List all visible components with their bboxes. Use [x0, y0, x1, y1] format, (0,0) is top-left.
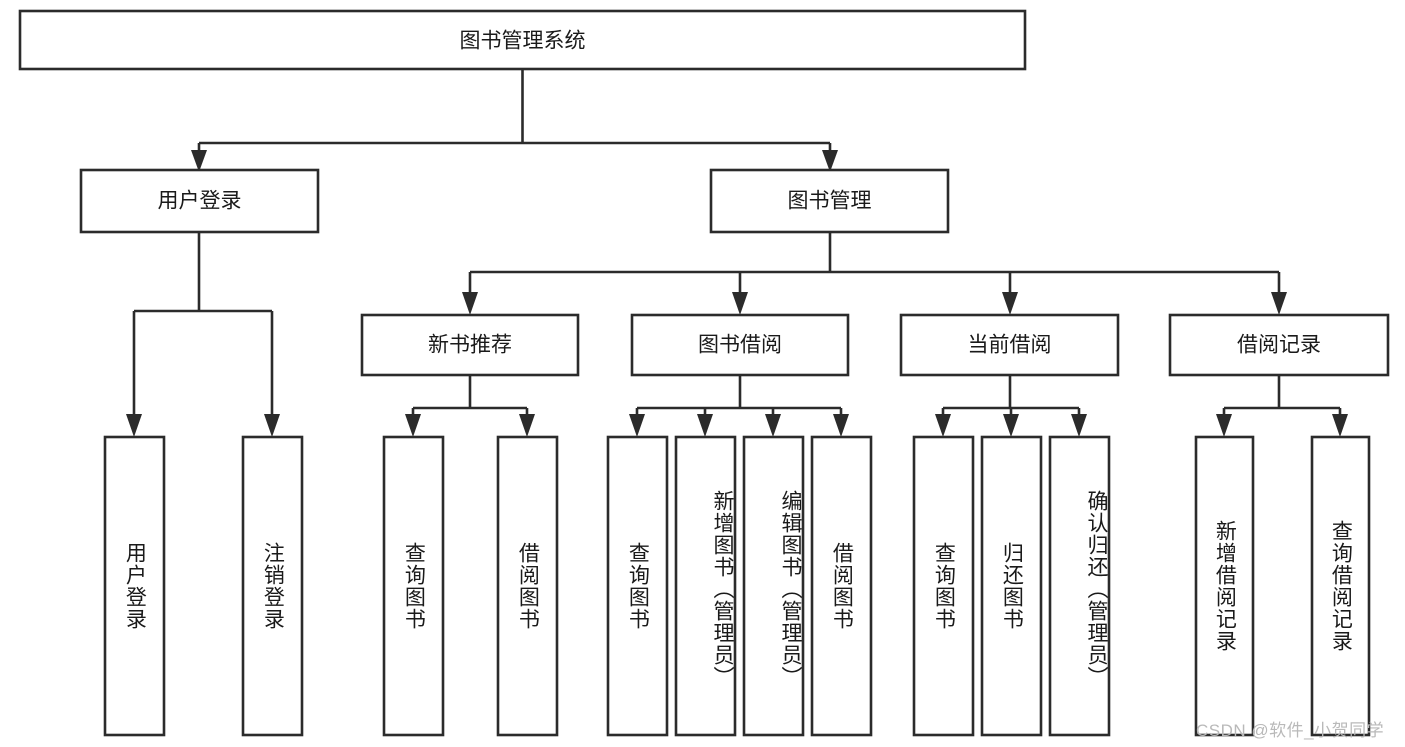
- node-box-leaf-bb-edit-book[interactable]: [742, 435, 805, 737]
- arrowhead-cb-leaf1: [935, 414, 951, 437]
- connector-group-current-borrow: [935, 375, 1087, 437]
- node-box-book-borrow[interactable]: [630, 313, 850, 377]
- node-box-leaf-bb-borrow-book[interactable]: [810, 435, 873, 737]
- node-box-leaf-nbr-query-book[interactable]: [382, 435, 445, 737]
- connector-group-book-borrow: [629, 375, 849, 437]
- node-box-leaf-nbr-borrow-book[interactable]: [496, 435, 559, 737]
- connector-group-borrow-record: [1216, 375, 1348, 437]
- node-label-current-borrow: 当前借阅: [968, 334, 1052, 357]
- node-box-leaf-bb-add-book[interactable]: [674, 435, 737, 737]
- node-label-borrow-record: 借阅记录: [1237, 334, 1321, 357]
- node-label-new-book-recommend: 新书推荐: [428, 334, 512, 357]
- node-box-leaf-bb-query-book[interactable]: [606, 435, 669, 737]
- node-box-leaf-br-query-record[interactable]: [1310, 435, 1371, 737]
- connector-group-userlogin: [126, 232, 280, 437]
- connector-group-root: [191, 69, 838, 172]
- node-box-book-management[interactable]: [709, 168, 950, 234]
- arrowhead-br-leaf2: [1332, 414, 1348, 437]
- node-box-new-book-recommend[interactable]: [360, 313, 580, 377]
- connector-group-new-book-recommend: [405, 375, 535, 437]
- arrowhead-userlogin: [191, 150, 207, 172]
- arrowhead-leaf-user-logout: [264, 414, 280, 437]
- node-box-leaf-cb-query-book[interactable]: [912, 435, 975, 737]
- arrowhead-nbr-leaf2: [519, 414, 535, 437]
- node-label-root: 图书管理系统: [460, 30, 586, 53]
- node-box-root[interactable]: [18, 9, 1027, 71]
- node-box-leaf-cb-confirm-return[interactable]: [1048, 435, 1111, 737]
- csdn-watermark: CSDN @软件_小贺同学: [1196, 721, 1385, 740]
- node-label-user-login: 用户登录: [158, 190, 242, 213]
- arrowhead-bb-leaf1: [629, 414, 645, 437]
- node-box-leaf-user-logout[interactable]: [241, 435, 304, 737]
- arrowhead-bookmgmt: [822, 150, 838, 172]
- arrowhead-cb-leaf2: [1003, 414, 1019, 437]
- arrowhead-br-leaf1: [1216, 414, 1232, 437]
- node-box-leaf-cb-return-book[interactable]: [980, 435, 1043, 737]
- arrowhead-nbr-leaf1: [405, 414, 421, 437]
- arrowhead-bb-leaf2: [697, 414, 713, 437]
- node-box-leaf-user-login[interactable]: [103, 435, 166, 737]
- node-box-leaf-br-add-record[interactable]: [1194, 435, 1255, 737]
- node-label-book-borrow: 图书借阅: [698, 334, 782, 357]
- arrowhead-borrow-record: [1271, 292, 1287, 315]
- arrowhead-leaf-user-login: [126, 414, 142, 437]
- node-box-user-login[interactable]: [79, 168, 320, 234]
- arrowhead-cb-leaf3: [1071, 414, 1087, 437]
- arrowhead-current-borrow: [1002, 292, 1018, 315]
- node-box-current-borrow[interactable]: [899, 313, 1120, 377]
- connector-group-bookmgmt: [462, 232, 1287, 315]
- arrowhead-bb-leaf3: [765, 414, 781, 437]
- arrowhead-book-borrow: [732, 292, 748, 315]
- node-box-borrow-record[interactable]: [1168, 313, 1390, 377]
- arrowhead-bb-leaf4: [833, 414, 849, 437]
- arrowhead-new-book-recommend: [462, 292, 478, 315]
- node-label-book-management: 图书管理: [788, 190, 872, 213]
